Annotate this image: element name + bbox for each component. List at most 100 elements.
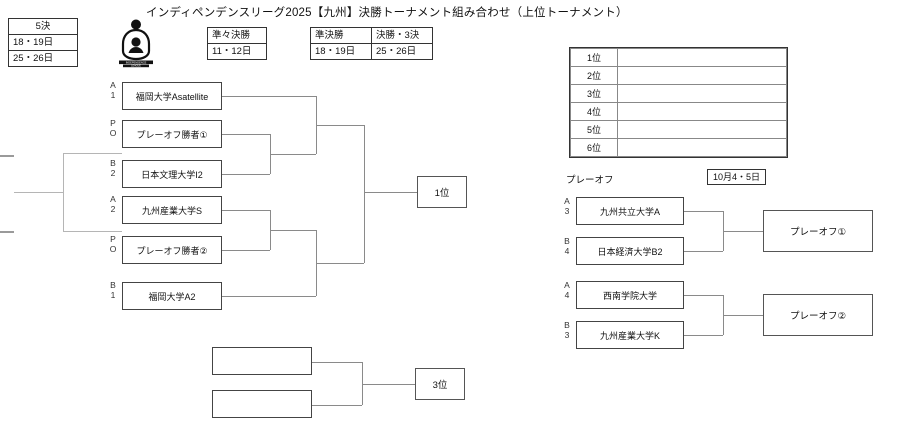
rank-label-2: 2位: [570, 66, 618, 85]
third-line-bottom: [312, 405, 362, 406]
team-name: プレーオフ勝者①: [136, 129, 208, 140]
fifth-place-schedule-table: 5決 18・19日 25・26日: [8, 18, 78, 67]
final-stem: [364, 192, 417, 193]
team-name: 西南学院大学: [602, 290, 657, 301]
team-box-nihon-bunri[interactable]: 日本文理大学I2: [122, 160, 222, 188]
left-feeder-bottom: [63, 231, 122, 232]
team-box-kyushu-sangyo-s[interactable]: 九州産業大学S: [122, 196, 222, 224]
team-name: 福岡大学Asatellite: [135, 91, 209, 102]
independence-league-logo: INDEPENDENCE LEAGUE: [110, 18, 162, 68]
sf2-line-top: [270, 230, 316, 231]
playoff-date-box: 10月4・5日: [707, 169, 767, 185]
rank-value-4[interactable]: [617, 102, 787, 121]
final-header: 決勝・3決: [371, 27, 433, 44]
playoff-winner-label: プレーオフ②: [789, 311, 847, 322]
qf2-line-top: [222, 210, 270, 211]
semifinal-final-schedule-table: 準決勝 決勝・3決 18・19日 25・26日: [310, 27, 433, 60]
logo-text-line2: LEAGUE: [131, 65, 141, 68]
table-row: 5位: [570, 120, 787, 139]
table-row: 6位: [570, 138, 787, 157]
rank-value-5[interactable]: [617, 120, 787, 139]
quarterfinal-schedule-table: 準々決勝 11・12日: [207, 27, 267, 60]
playoff2-stem: [723, 315, 763, 316]
rank-label-6: 6位: [570, 138, 618, 157]
champion-result-box[interactable]: 1位: [417, 176, 467, 208]
fifth-place-date-2: 25・26日: [8, 50, 78, 67]
rank-value-1[interactable]: [617, 48, 787, 67]
third-place-label: 3位: [432, 380, 448, 391]
seed-label-1: A 1: [110, 80, 116, 100]
table-row: 3位: [570, 84, 787, 103]
sf1-line-bottom: [270, 154, 316, 155]
seed-label-2: P O: [109, 118, 117, 138]
playoff-team-kyushu-kyoritsu-a[interactable]: 九州共立大学A: [576, 197, 684, 225]
playoff-team-nihon-keizai-b2[interactable]: 日本経済大学B2: [576, 237, 684, 265]
qf1-line-bottom: [222, 174, 270, 175]
playoff2-line-top: [684, 295, 723, 296]
playoff2-seed-label-1: A 4: [564, 280, 570, 300]
left-feeder-top: [63, 153, 122, 154]
seed-label-4: A 2: [110, 194, 116, 214]
playoff-team-kyushu-sangyo-k[interactable]: 九州産業大学K: [576, 321, 684, 349]
playoff2-line-bottom: [684, 335, 723, 336]
playoff-winner-box-2[interactable]: プレーオフ②: [763, 294, 873, 336]
final-standings-table: 1位 2位 3位 4位 5位 6位: [569, 47, 788, 158]
fifth-place-header: 5決: [8, 18, 78, 35]
playoff-section-label: プレーオフ: [566, 175, 614, 186]
seed-label-3: B 2: [110, 158, 116, 178]
sf1-line-top: [222, 96, 316, 97]
qf2-line-bottom: [222, 250, 270, 251]
rank-label-3: 3位: [570, 84, 618, 103]
rank-value-2[interactable]: [617, 66, 787, 85]
third-place-result-box[interactable]: 3位: [415, 368, 465, 400]
rank-value-6[interactable]: [617, 138, 787, 157]
left-feeder-vertical: [63, 153, 64, 231]
qf1-line-top: [222, 134, 270, 135]
third-stem: [362, 384, 415, 385]
team-name: 九州共立大学A: [599, 206, 660, 217]
team-name: 九州産業大学S: [141, 205, 202, 216]
table-row: 2位: [570, 66, 787, 85]
third-join: [362, 362, 363, 405]
seed-label-6: B 1: [110, 280, 116, 300]
playoff2-seed-label-2: B 3: [564, 320, 570, 340]
left-feeder-stem: [14, 192, 63, 193]
table-row: 4位: [570, 102, 787, 121]
team-box-playoff-winner-1[interactable]: プレーオフ勝者①: [122, 120, 222, 148]
playoff-team-seinan-gakuin[interactable]: 西南学院大学: [576, 281, 684, 309]
fifth-place-date-1: 18・19日: [8, 34, 78, 51]
third-place-slot-a[interactable]: [212, 347, 312, 375]
team-name: 福岡大学A2: [148, 291, 196, 302]
rank-label-5: 5位: [570, 120, 618, 139]
rank-label-4: 4位: [570, 102, 618, 121]
group-divider-tick-1: [0, 155, 14, 157]
team-box-fukuoka-a2[interactable]: 福岡大学A2: [122, 282, 222, 310]
playoff1-line-bottom: [684, 251, 723, 252]
sf2-line-bottom: [222, 296, 316, 297]
team-name: 日本文理大学I2: [141, 169, 203, 180]
third-line-top: [312, 362, 362, 363]
semifinal-date: 18・19日: [310, 43, 372, 60]
rank-label-1: 1位: [570, 48, 618, 67]
semifinal-header: 準決勝: [310, 27, 372, 44]
playoff1-seed-label-1: A 3: [564, 196, 570, 216]
quarterfinal-header: 準々決勝: [207, 27, 267, 44]
group-divider-tick-2: [0, 231, 14, 233]
logo-text-line1: INDEPENDENCE: [126, 60, 147, 64]
third-place-slot-b[interactable]: [212, 390, 312, 418]
team-box-fukuoka-asatellite[interactable]: 福岡大学Asatellite: [122, 82, 222, 110]
playoff1-stem: [723, 231, 763, 232]
team-name: プレーオフ勝者②: [136, 245, 208, 256]
team-box-playoff-winner-2[interactable]: プレーオフ勝者②: [122, 236, 222, 264]
quarterfinal-date: 11・12日: [207, 43, 267, 60]
final-date: 25・26日: [371, 43, 433, 60]
playoff1-line-top: [684, 211, 723, 212]
final-join: [364, 125, 365, 263]
team-name: 日本経済大学B2: [597, 246, 663, 257]
seed-label-5: P O: [109, 234, 117, 254]
page-title: インディペンデンスリーグ2025【九州】決勝トーナメント組み合わせ（上位トーナメ…: [146, 7, 628, 19]
playoff-winner-box-1[interactable]: プレーオフ①: [763, 210, 873, 252]
table-row: 1位: [570, 48, 787, 67]
rank-value-3[interactable]: [617, 84, 787, 103]
